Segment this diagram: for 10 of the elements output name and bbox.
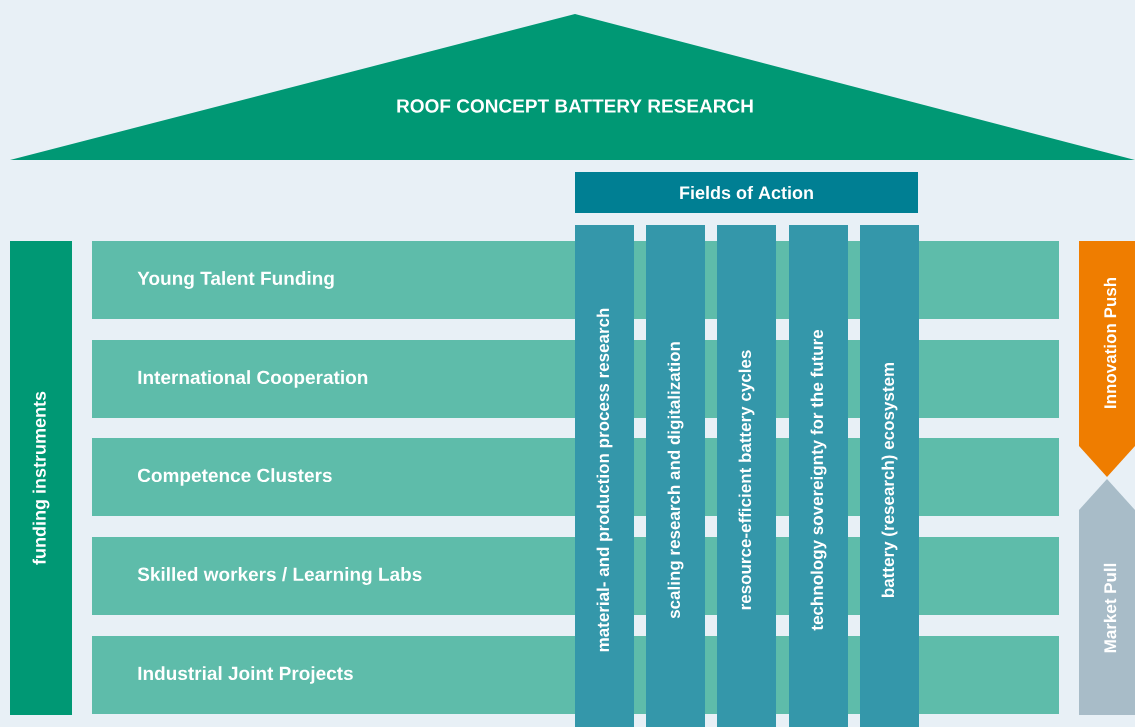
field-header: Fields of Action (575, 172, 918, 213)
pointed-banner: Innovation Push (1079, 241, 1135, 477)
pillar: resource-efficient battery cycles (717, 225, 776, 727)
pillar: material- and production process research (575, 225, 634, 727)
pillar: battery (research) ecosystem (860, 225, 919, 727)
side-bar: funding instruments (10, 241, 72, 715)
roof-triangle: ROOF CONCEPT BATTERY RESEARCH (10, 14, 1135, 160)
pillar: technology sovereignty for the future (789, 225, 848, 727)
pillar: scaling research and digitalization (646, 225, 705, 727)
notched-banner: Market Pull (1079, 479, 1135, 715)
